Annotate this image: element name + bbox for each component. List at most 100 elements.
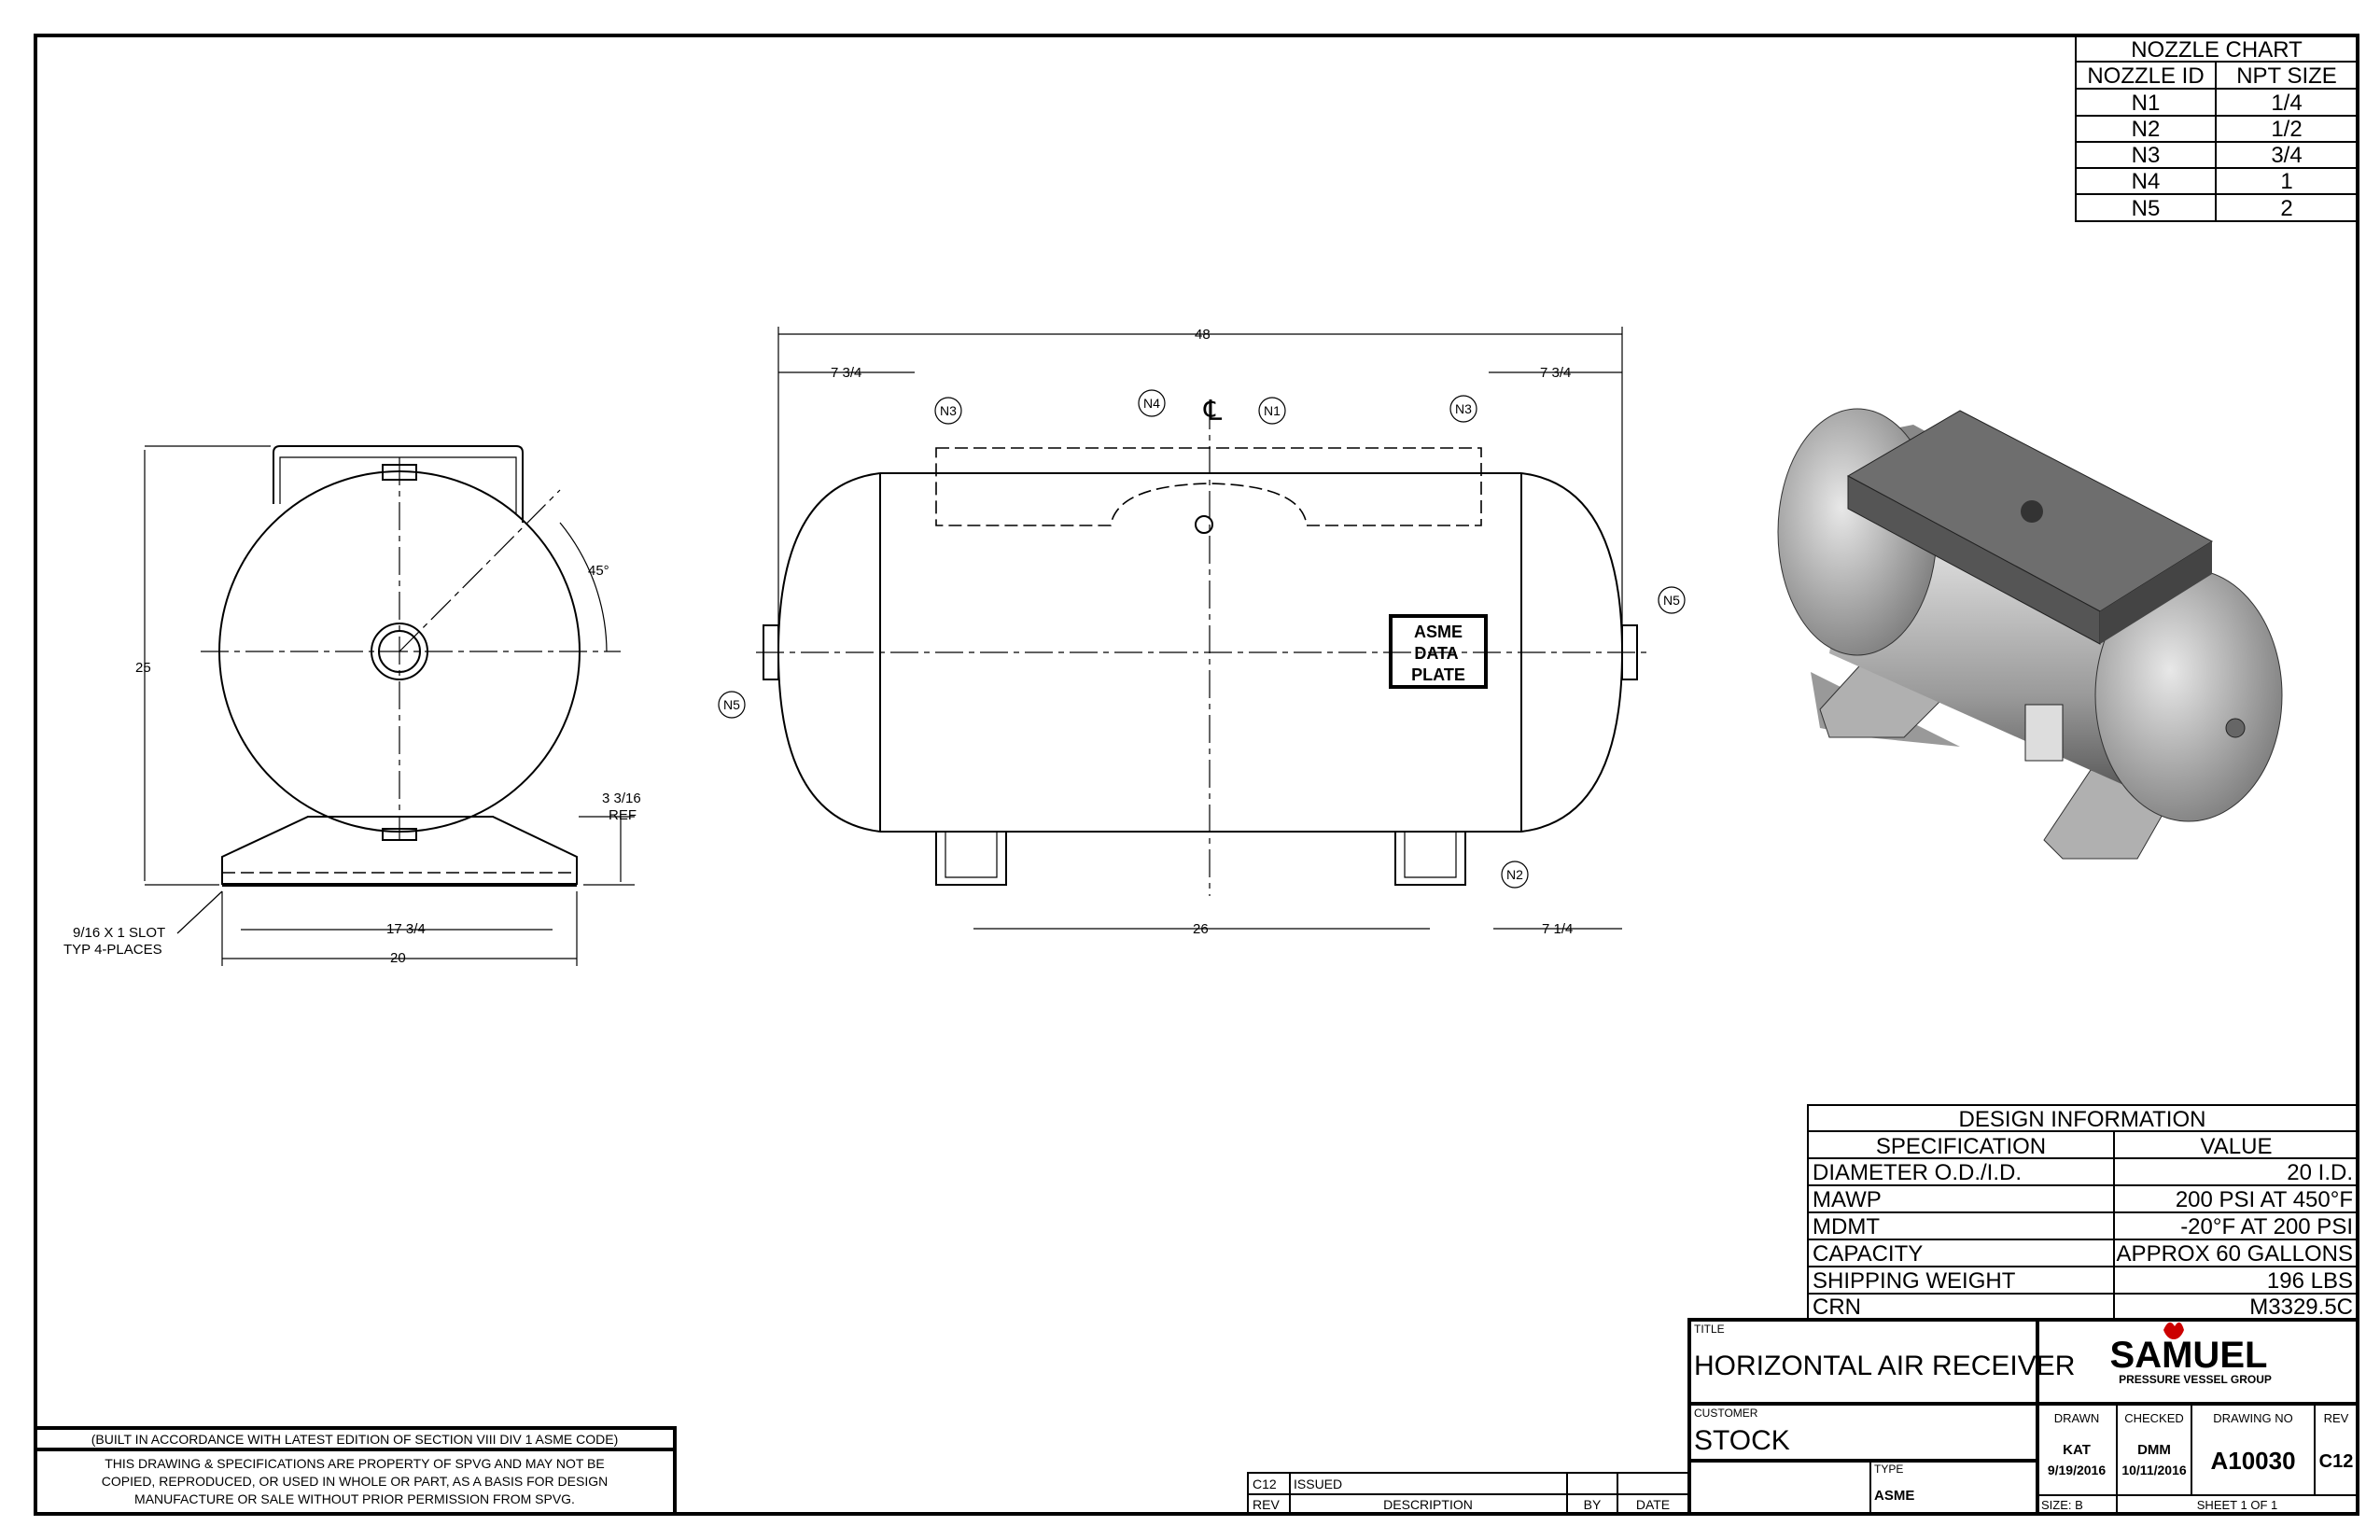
slot-typ-note: TYP 4-PLACES	[63, 942, 162, 958]
svg-text:VALUE: VALUE	[2201, 1134, 2273, 1159]
nozzle-tag-n5: N5	[1663, 593, 1680, 608]
slot-span-dim: 17 3/4	[386, 921, 426, 937]
svg-text:PRESSURE VESSEL GROUP: PRESSURE VESSEL GROUP	[2119, 1373, 2272, 1386]
title-block: TITLE HORIZONTAL AIR RECEIVER CUSTOMER S…	[1687, 1318, 2359, 1516]
svg-text:CHECKED: CHECKED	[2124, 1411, 2184, 1425]
svg-text:DRAWN: DRAWN	[2054, 1411, 2100, 1425]
svg-text:1: 1	[2280, 169, 2292, 194]
svg-text:MAWP: MAWP	[1813, 1187, 1882, 1212]
svg-text:MDMT: MDMT	[1813, 1214, 1880, 1239]
checked-date: 10/11/2016	[2121, 1463, 2187, 1477]
svg-text:TITLE: TITLE	[1694, 1323, 1725, 1336]
design-row: CRN M3329.5C	[1813, 1295, 2353, 1320]
svg-text:1/2: 1/2	[2271, 117, 2302, 142]
svg-text:N1: N1	[2132, 91, 2161, 116]
svg-text:PLATE: PLATE	[1411, 665, 1465, 684]
svg-text:REV: REV	[1253, 1497, 1280, 1512]
nozzle-header-id: NOZZLE ID	[2087, 63, 2204, 89]
length-dim: 48	[1195, 327, 1211, 343]
sheet-border	[34, 34, 2359, 1516]
svg-text:REV: REV	[2324, 1411, 2349, 1425]
svg-text:M3329.5C: M3329.5C	[2249, 1295, 2353, 1320]
saddle-span-dim: 26	[1193, 921, 1209, 937]
svg-text:2: 2	[2280, 196, 2292, 221]
drawing-number: A10030	[2210, 1447, 2295, 1475]
asme-data-plate	[1389, 614, 1488, 689]
nozzle-chart: NOZZLE CHART NOZZLE ID NPT SIZE N1 1/4 N2…	[2075, 35, 2359, 222]
isometric-view	[1777, 408, 2283, 860]
svg-text:N4: N4	[2132, 169, 2161, 194]
svg-text:1/4: 1/4	[2271, 91, 2302, 116]
design-row: SHIPPING WEIGHT 196 LBS	[1813, 1268, 2353, 1294]
svg-text:TYPE: TYPE	[1874, 1463, 1903, 1476]
nozzle-chart-title: NOZZLE CHART	[2131, 37, 2303, 63]
side-view: ASME DATA PLATE 48 7 3/4 7 3/4 26 7 1/4 …	[718, 327, 1686, 937]
svg-text:20 I.D.: 20 I.D.	[2287, 1160, 2353, 1185]
customer: STOCK	[1694, 1425, 1790, 1456]
end-view: 45° 25 3 3/16 REF 17 3/4 20 9/16 X 1 SLO…	[63, 445, 641, 966]
svg-text:CAPACITY: CAPACITY	[1813, 1241, 1923, 1267]
nozzle-tag-n4: N4	[1143, 396, 1160, 411]
svg-text:N3: N3	[2132, 143, 2161, 168]
n2-offset-dim: 7 1/4	[1542, 921, 1573, 937]
svg-text:ISSUED: ISSUED	[1294, 1477, 1342, 1491]
svg-text:CUSTOMER: CUSTOMER	[1694, 1407, 1758, 1420]
revision: C12	[2319, 1451, 2354, 1472]
height-dim: 25	[135, 660, 151, 676]
svg-text:SIZE: B: SIZE: B	[2041, 1498, 2083, 1512]
svg-text:COPIED, REPRODUCED, OR USED IN: COPIED, REPRODUCED, OR USED IN WHOLE OR …	[102, 1474, 608, 1489]
angle-label: 45°	[588, 563, 609, 579]
design-row: MDMT -20°F AT 200 PSI	[1813, 1214, 2353, 1239]
svg-text:3/4: 3/4	[2271, 143, 2302, 168]
svg-text:(BUILT IN ACCORDANCE WITH LATE: (BUILT IN ACCORDANCE WITH LATEST EDITION…	[91, 1432, 618, 1447]
nozzle-tag-n5: N5	[723, 697, 740, 712]
base-width-dim: 20	[390, 950, 406, 966]
slot-note: 9/16 X 1 SLOT	[73, 925, 165, 941]
drawn-date: 9/19/2016	[2048, 1463, 2106, 1477]
svg-text:SHIPPING WEIGHT: SHIPPING WEIGHT	[1813, 1268, 2016, 1294]
drawn-by: KAT	[2063, 1442, 2091, 1458]
notes-block: (BUILT IN ACCORDANCE WITH LATEST EDITION…	[34, 1426, 677, 1516]
design-row: CAPACITY APPROX 60 GALLONS	[1813, 1241, 2353, 1267]
svg-text:THIS DRAWING & SPECIFICATIONS: THIS DRAWING & SPECIFICATIONS ARE PROPER…	[105, 1456, 604, 1471]
nozzle-header-size: NPT SIZE	[2236, 63, 2337, 89]
svg-text:SAMUEL: SAMUEL	[2110, 1335, 2268, 1376]
left-offset-dim: 7 3/4	[831, 365, 861, 381]
nozzle-row: N5 2	[2132, 196, 2293, 221]
svg-text:-20°F AT 200 PSI: -20°F AT 200 PSI	[2180, 1214, 2353, 1239]
nozzle-tag-n3: N3	[1455, 401, 1472, 416]
design-info-title: DESIGN INFORMATION	[1959, 1107, 2206, 1132]
svg-text:200 PSI AT 450°F: 200 PSI AT 450°F	[2176, 1187, 2353, 1212]
svg-text:DATE: DATE	[1636, 1497, 1670, 1512]
drawing-title: HORIZONTAL AIR RECEIVER	[1694, 1351, 2075, 1381]
nozzle-tag-n2: N2	[1506, 867, 1523, 882]
design-row: DIAMETER O.D./I.D. 20 I.D.	[1813, 1160, 2353, 1185]
svg-text:DRAWING NO: DRAWING NO	[2213, 1411, 2292, 1425]
svg-text:N5: N5	[2132, 196, 2161, 221]
design-row: MAWP 200 PSI AT 450°F	[1813, 1187, 2353, 1212]
svg-text:MANUFACTURE OR SALE WITHOUT PR: MANUFACTURE OR SALE WITHOUT PRIOR PERMIS…	[134, 1491, 575, 1506]
svg-text:ASME: ASME	[1414, 623, 1463, 641]
nozzle-tag-n3: N3	[940, 403, 957, 418]
revision-block: C12 ISSUED REV DESCRIPTION BY DATE	[1247, 1472, 1690, 1515]
centerline-symbol: ℄	[1203, 396, 1223, 427]
svg-text:C12: C12	[1253, 1477, 1277, 1491]
svg-text:N2: N2	[2132, 117, 2161, 142]
nozzle-row: N3 3/4	[2132, 143, 2303, 168]
base-ref: REF	[609, 807, 637, 823]
design-information-table: DESIGN INFORMATION SPECIFICATION VALUE D…	[1807, 1104, 2359, 1321]
svg-text:SPECIFICATION: SPECIFICATION	[1876, 1134, 2046, 1159]
svg-text:DESCRIPTION: DESCRIPTION	[1383, 1497, 1473, 1512]
nozzle-row: N4 1	[2132, 169, 2293, 194]
svg-text:SHEET 1 OF 1: SHEET 1 OF 1	[2197, 1498, 2277, 1512]
svg-text:APPROX 60 GALLONS: APPROX 60 GALLONS	[2117, 1241, 2353, 1267]
svg-text:DATA: DATA	[1414, 644, 1458, 663]
svg-text:196 LBS: 196 LBS	[2267, 1268, 2353, 1294]
svg-text:CRN: CRN	[1813, 1295, 1861, 1320]
svg-text:DIAMETER O.D./I.D.: DIAMETER O.D./I.D.	[1813, 1160, 2022, 1185]
svg-text:BY: BY	[1584, 1497, 1602, 1512]
checked-by: DMM	[2137, 1442, 2171, 1458]
samuel-logo: SAMUEL PRESSURE VESSEL GROUP	[2110, 1322, 2272, 1386]
nozzle-row: N2 1/2	[2132, 117, 2303, 142]
